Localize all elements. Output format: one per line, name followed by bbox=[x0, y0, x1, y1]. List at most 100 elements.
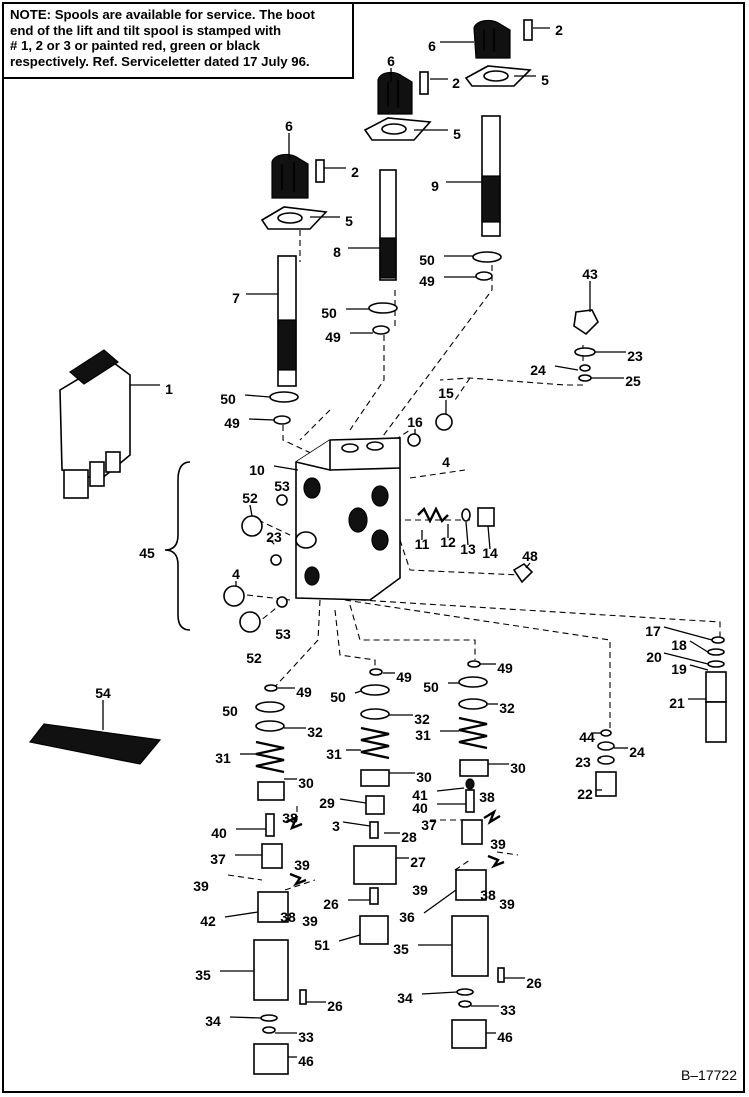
callout-33: 33 bbox=[500, 1002, 516, 1018]
callout-36: 36 bbox=[399, 909, 415, 925]
callout-38: 38 bbox=[282, 810, 298, 826]
callout-17: 17 bbox=[645, 623, 661, 639]
bracket-45 bbox=[164, 461, 191, 631]
callout-5: 5 bbox=[453, 126, 461, 142]
note-line-1: NOTE: Spools are available for service. … bbox=[10, 7, 315, 22]
decal-54 bbox=[28, 723, 162, 765]
callout-6: 6 bbox=[387, 53, 395, 69]
callout-32: 32 bbox=[499, 700, 515, 716]
callout-7: 7 bbox=[232, 290, 240, 306]
callout-49: 49 bbox=[296, 684, 312, 700]
callout-12: 12 bbox=[440, 534, 456, 550]
callout-49: 49 bbox=[325, 329, 341, 345]
callout-19: 19 bbox=[671, 661, 687, 677]
callout-31: 31 bbox=[415, 727, 431, 743]
leader-lines bbox=[102, 27, 713, 1058]
callout-50: 50 bbox=[330, 689, 346, 705]
callout-24: 24 bbox=[629, 744, 645, 760]
callout-20: 20 bbox=[646, 649, 662, 665]
callout-42: 42 bbox=[200, 913, 216, 929]
callout-35: 35 bbox=[393, 941, 409, 957]
callout-39: 39 bbox=[294, 857, 310, 873]
callout-14: 14 bbox=[482, 545, 498, 561]
callout-23: 23 bbox=[266, 529, 282, 545]
callout-41: 41 bbox=[412, 787, 428, 803]
valve-assembly-thumbnail bbox=[59, 349, 131, 499]
callout-50: 50 bbox=[321, 305, 337, 321]
spools bbox=[277, 115, 501, 387]
callout-4: 4 bbox=[442, 454, 450, 470]
callout-46: 46 bbox=[298, 1053, 314, 1069]
callout-50: 50 bbox=[419, 252, 435, 268]
callout-31: 31 bbox=[326, 746, 342, 762]
retainer-plates bbox=[260, 65, 532, 230]
callout-4: 4 bbox=[232, 566, 240, 582]
callout-11: 11 bbox=[415, 536, 430, 552]
callout-9: 9 bbox=[431, 178, 439, 194]
callout-40: 40 bbox=[412, 800, 428, 816]
callout-2: 2 bbox=[555, 22, 563, 38]
note-line-3: # 1, 2 or 3 or painted red, green or bla… bbox=[10, 38, 260, 53]
callout-34: 34 bbox=[397, 990, 413, 1006]
callout-43: 43 bbox=[582, 266, 598, 282]
callout-35: 35 bbox=[195, 967, 211, 983]
callout-50: 50 bbox=[220, 391, 236, 407]
callout-52: 52 bbox=[246, 650, 262, 666]
callout-30: 30 bbox=[416, 769, 432, 785]
callout-39: 39 bbox=[499, 896, 515, 912]
callout-54: 54 bbox=[95, 685, 111, 701]
callout-46: 46 bbox=[497, 1029, 513, 1045]
seal-rings-upper bbox=[269, 251, 502, 425]
callout-32: 32 bbox=[307, 724, 323, 740]
callout-30: 30 bbox=[510, 760, 526, 776]
callout-6: 6 bbox=[285, 118, 293, 134]
callout-38: 38 bbox=[479, 789, 495, 805]
callout-5: 5 bbox=[541, 72, 549, 88]
callout-39: 39 bbox=[302, 913, 318, 929]
note-line-2: end of the lift and tilt spool is stampe… bbox=[10, 22, 282, 38]
screws bbox=[315, 19, 533, 183]
relief-valve bbox=[705, 636, 727, 743]
callout-53: 53 bbox=[274, 478, 290, 494]
callout-49: 49 bbox=[497, 660, 513, 676]
figure-number: B–17722 bbox=[680, 1067, 737, 1083]
callout-3: 3 bbox=[332, 818, 340, 834]
boot-parts bbox=[271, 19, 511, 199]
part-43 bbox=[573, 309, 599, 382]
callout-34: 34 bbox=[205, 1013, 221, 1029]
callout-5: 5 bbox=[345, 213, 353, 229]
callout-2: 2 bbox=[351, 164, 359, 180]
callout-6: 6 bbox=[428, 38, 436, 54]
callout-37: 37 bbox=[210, 851, 226, 867]
callout-25: 25 bbox=[625, 373, 641, 389]
callout-50: 50 bbox=[222, 703, 238, 719]
callout-38: 38 bbox=[480, 887, 496, 903]
callout-32: 32 bbox=[414, 711, 430, 727]
callout-23: 23 bbox=[627, 348, 643, 364]
callout-26: 26 bbox=[323, 896, 339, 912]
callout-37: 37 bbox=[421, 817, 437, 833]
callout-27: 27 bbox=[410, 854, 426, 870]
callout-29: 29 bbox=[319, 795, 335, 811]
callout-30: 30 bbox=[298, 775, 314, 791]
callout-2: 2 bbox=[452, 75, 460, 91]
callout-39: 39 bbox=[412, 882, 428, 898]
callout-28: 28 bbox=[401, 829, 417, 845]
callout-40: 40 bbox=[211, 825, 227, 841]
callout-24: 24 bbox=[530, 362, 546, 378]
callout-44: 44 bbox=[579, 729, 595, 745]
callout-26: 26 bbox=[327, 998, 343, 1014]
callout-10: 10 bbox=[249, 462, 265, 478]
callout-23: 23 bbox=[575, 754, 591, 770]
callout-49: 49 bbox=[419, 273, 435, 289]
callout-18: 18 bbox=[671, 637, 687, 653]
callout-33: 33 bbox=[298, 1029, 314, 1045]
callout-45: 45 bbox=[139, 545, 155, 561]
callout-53: 53 bbox=[275, 626, 291, 642]
callout-15: 15 bbox=[438, 385, 454, 401]
callout-13: 13 bbox=[460, 541, 476, 557]
